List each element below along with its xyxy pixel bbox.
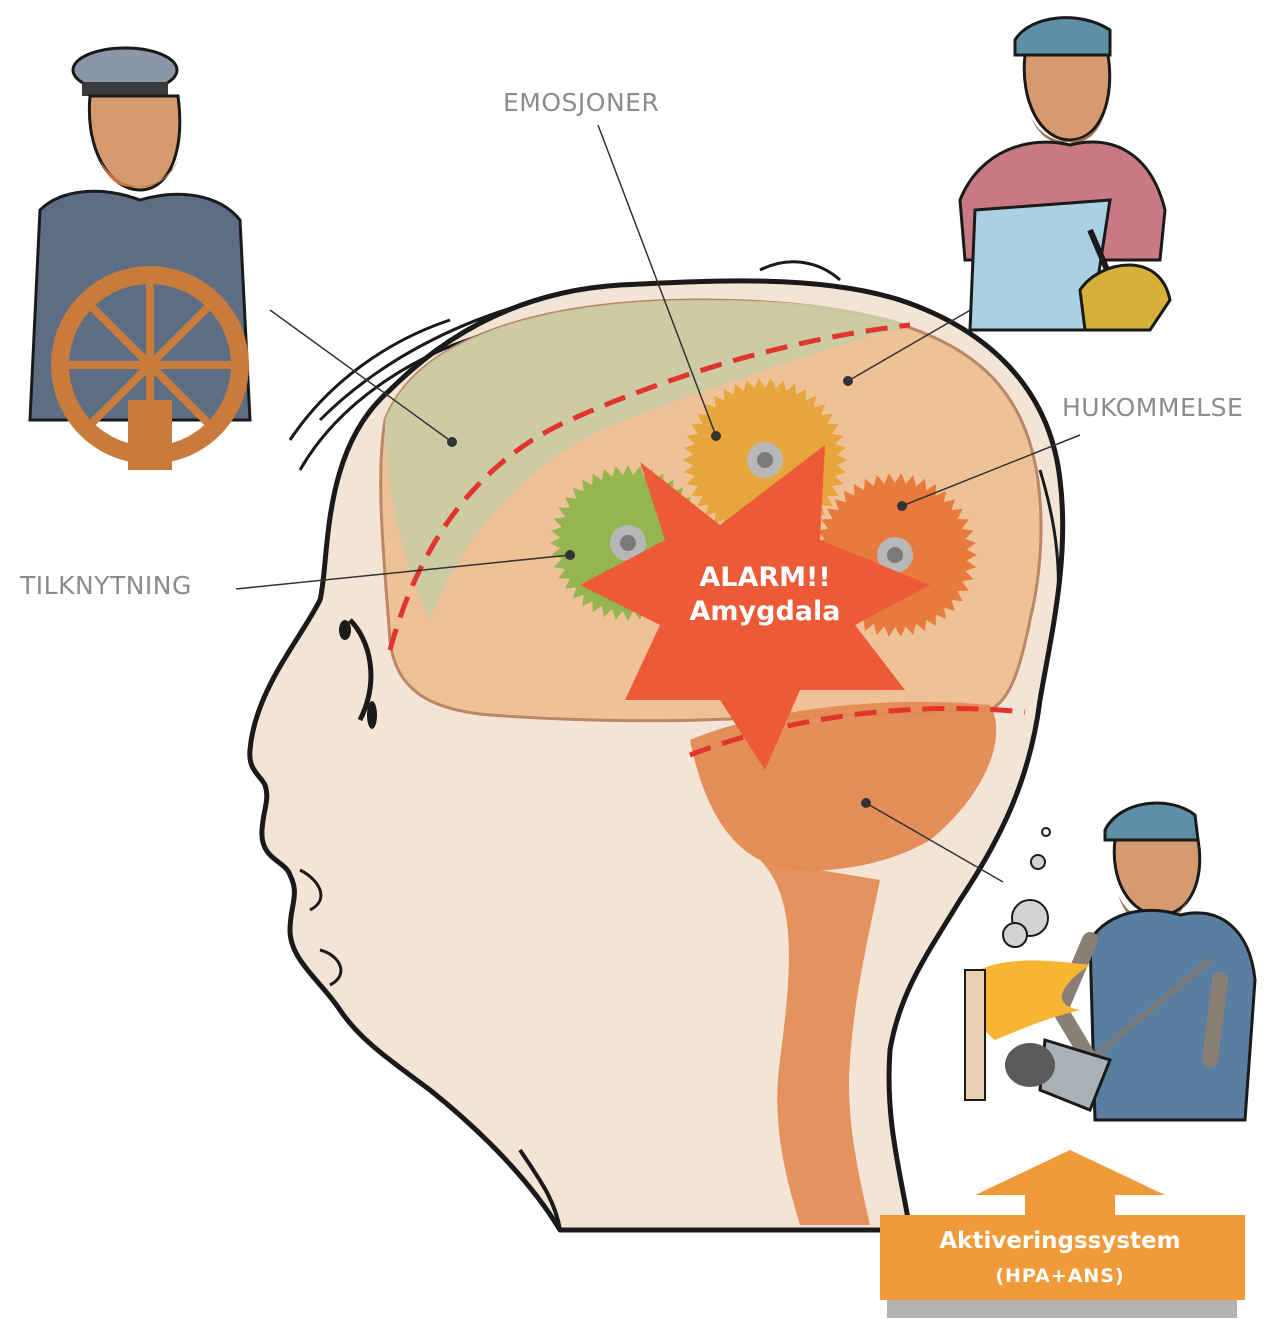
- alarm-title: ALARM!!: [640, 561, 890, 595]
- activation-title: Aktiveringssystem: [880, 1228, 1240, 1254]
- stoker-shoveling-coal-icon: [965, 803, 1255, 1120]
- captain-at-helm-icon: [30, 48, 250, 470]
- label-tilknytning: TILKNYTNING: [20, 571, 192, 600]
- gear-axle-icon: [757, 452, 773, 468]
- label-emosjoner: EMOSJONER: [503, 88, 659, 117]
- activation-subtitle: (HPA+ANS): [880, 1265, 1240, 1287]
- alarm-subtitle: Amygdala: [640, 595, 890, 629]
- label-hukommelse: HUKOMMELSE: [1062, 393, 1243, 422]
- gear-axle-icon: [620, 535, 636, 551]
- worker-with-shovel-icon: [960, 18, 1170, 330]
